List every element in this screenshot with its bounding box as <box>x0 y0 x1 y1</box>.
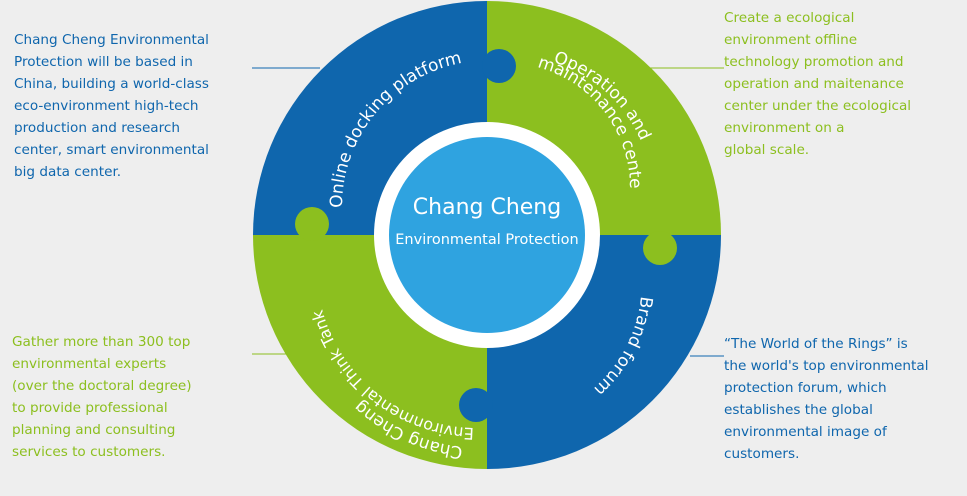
note-line: environmental experts <box>12 356 167 372</box>
note-top-right: Create a ecological environment offline … <box>724 7 964 161</box>
note-line: Protection will be based in <box>14 54 193 70</box>
puzzle-knob-left <box>295 207 329 241</box>
note-line: Chang Cheng Environmental <box>14 32 209 48</box>
center-subtitle: Environmental Protection <box>395 232 578 248</box>
puzzle-knob-bottom <box>459 388 493 422</box>
note-line: “The World of the Rings” is <box>724 336 908 352</box>
note-line: technology promotion and <box>724 54 904 70</box>
note-line: environmental image of <box>724 424 887 440</box>
note-line: planning and consulting <box>12 422 176 438</box>
note-line: environment offline <box>724 32 858 48</box>
puzzle-knob-top <box>482 49 516 83</box>
note-line: operation and maitenance <box>724 76 904 92</box>
note-line: environment on a <box>724 120 845 136</box>
note-line: Create a ecological <box>724 10 855 26</box>
note-line: Gather more than 300 top <box>12 334 191 350</box>
center-circle <box>389 137 585 333</box>
note-line: eco-environment high-tech <box>14 98 199 114</box>
note-line: production and research <box>14 120 181 136</box>
note-line: establishes the global <box>724 402 873 418</box>
note-line: big data center. <box>14 164 122 180</box>
center-title: Chang Cheng <box>413 195 561 220</box>
note-line: China, building a world-class <box>14 76 209 92</box>
puzzle-knob-right <box>643 231 677 265</box>
note-line: the world's top environmental <box>724 358 929 374</box>
note-bottom-right: “The World of the Rings” is the world's … <box>724 333 964 465</box>
note-line: center, smart environmental <box>14 142 209 158</box>
note-line: customers. <box>724 446 800 462</box>
note-line: center under the ecological <box>724 98 912 114</box>
note-line: services to customers. <box>12 444 166 460</box>
note-top-left: Chang Cheng Environmental Protection wil… <box>14 29 254 183</box>
note-line: (over the doctoral degree) <box>12 378 192 394</box>
note-line: protection forum, which <box>724 380 887 396</box>
note-line: global scale. <box>724 142 810 158</box>
note-line: to provide professional <box>12 400 168 416</box>
note-bottom-left: Gather more than 300 top environmental e… <box>12 331 252 463</box>
